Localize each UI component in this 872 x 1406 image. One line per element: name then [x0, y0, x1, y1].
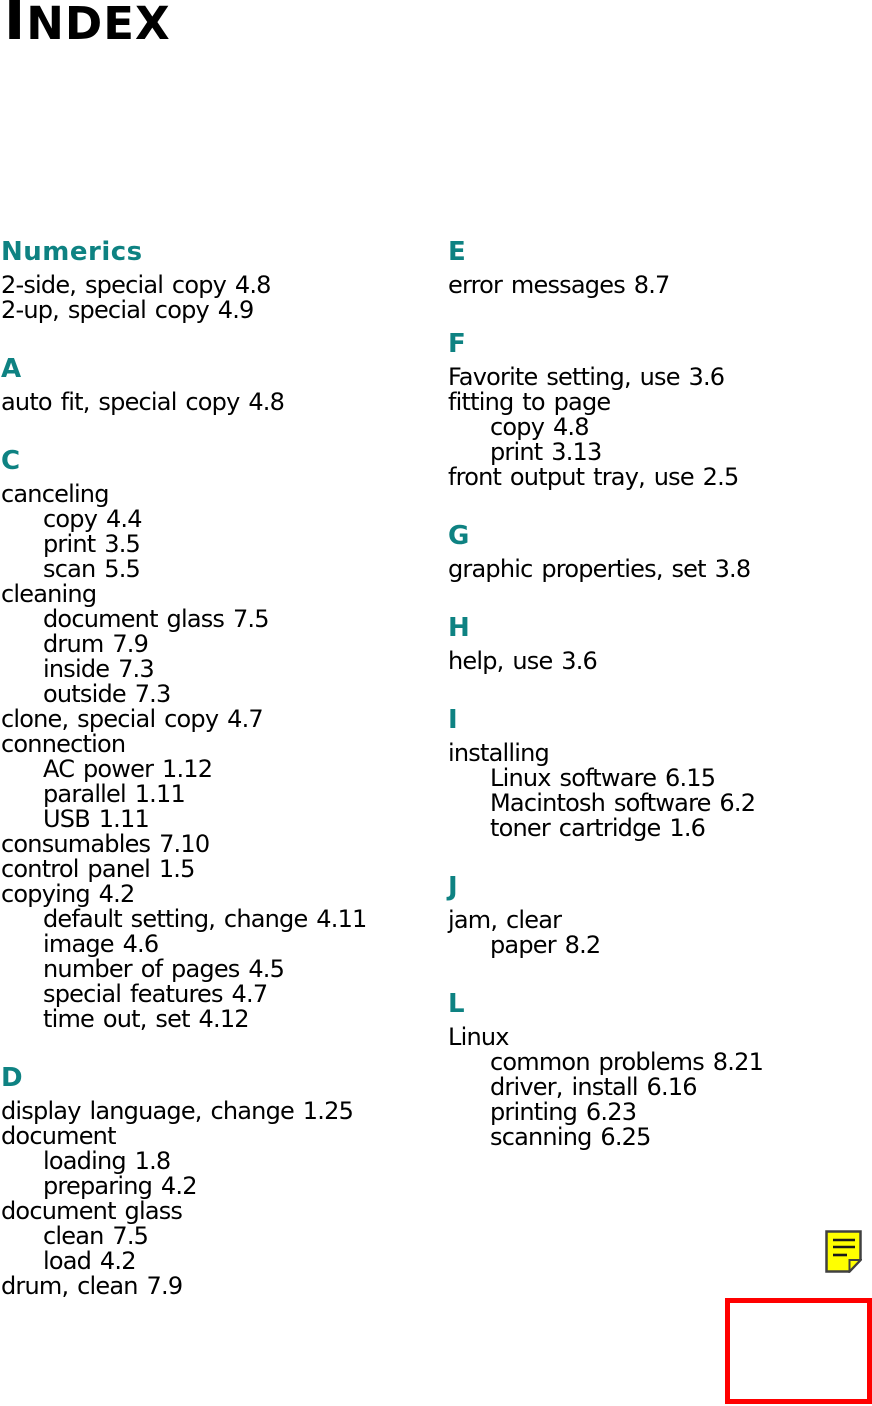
index-entry: print 3.5	[43, 530, 141, 558]
index-entry: scanning 6.25	[490, 1123, 651, 1151]
index-entry: print 3.13	[490, 438, 602, 466]
section-letter: I	[448, 705, 459, 735]
index-entry: drum 7.9	[43, 630, 149, 658]
index-entry: clone, special copy 4.7	[1, 705, 264, 733]
index-entry: preparing 4.2	[43, 1172, 197, 1200]
index-entry: loading 1.8	[43, 1147, 171, 1175]
section-letter: H	[448, 613, 471, 643]
index-entry: USB 1.11	[43, 805, 150, 833]
section-letter: F	[448, 329, 467, 359]
index-entry: drum, clean 7.9	[1, 1272, 183, 1300]
section-letter: E	[448, 237, 467, 267]
index-entry: image 4.6	[43, 930, 159, 958]
index-entry: default setting, change 4.11	[43, 905, 367, 933]
index-entry: consumables 7.10	[1, 830, 210, 858]
index-entry: copy 4.8	[490, 413, 590, 441]
index-entry: 2-up, special copy 4.9	[1, 296, 254, 324]
index-entry: help, use 3.6	[448, 647, 598, 675]
index-entry: copying 4.2	[1, 880, 135, 908]
index-entry: common problems 8.21	[490, 1048, 764, 1076]
index-entry: 2-side, special copy 4.8	[1, 271, 271, 299]
index-entry: clean 7.5	[43, 1222, 149, 1250]
section-letter: Numerics	[1, 237, 143, 267]
sticky-note-icon[interactable]	[825, 1230, 862, 1273]
page-title: INDEX	[4, 0, 171, 49]
index-entry: document glass 7.5	[43, 605, 270, 633]
index-entry: graphic properties, set 3.8	[448, 555, 751, 583]
index-entry: toner cartridge 1.6	[490, 814, 706, 842]
index-entry: parallel 1.11	[43, 780, 186, 808]
index-entry: Linux	[448, 1023, 509, 1051]
index-entry: canceling	[1, 480, 109, 508]
index-entry: paper 8.2	[490, 931, 601, 959]
index-entry: Linux software 6.15	[490, 764, 716, 792]
section-letter: G	[448, 521, 470, 551]
section-letter: L	[448, 989, 466, 1019]
index-entry: inside 7.3	[43, 655, 155, 683]
index-entry: front output tray, use 2.5	[448, 463, 739, 491]
index-entry: connection	[1, 730, 126, 758]
index-entry: fitting to page	[448, 388, 611, 416]
page-link-placeholder-box[interactable]	[725, 1298, 872, 1404]
index-entry: copy 4.4	[43, 505, 143, 533]
index-entry: printing 6.23	[490, 1098, 637, 1126]
index-entry: load 4.2	[43, 1247, 137, 1275]
section-letter: D	[1, 1063, 24, 1093]
index-entry: time out, set 4.12	[43, 1005, 250, 1033]
index-entry: display language, change 1.25	[1, 1097, 354, 1125]
index-entry: number of pages 4.5	[43, 955, 285, 983]
page-title-initial: I	[4, 0, 27, 53]
index-entry: document	[1, 1122, 117, 1150]
index-entry: error messages 8.7	[448, 271, 670, 299]
index-entry: outside 7.3	[43, 680, 171, 708]
index-entry: document glass	[1, 1197, 183, 1225]
page-title-rest: NDEX	[26, 0, 171, 50]
index-entry: installing	[448, 739, 550, 767]
index-entry: AC power 1.12	[43, 755, 213, 783]
index-entry: control panel 1.5	[1, 855, 195, 883]
index-entry: auto fit, special copy 4.8	[1, 388, 285, 416]
index-entry: scan 5.5	[43, 555, 141, 583]
index-entry: jam, clear	[448, 906, 562, 934]
index-entry: Favorite setting, use 3.6	[448, 363, 725, 391]
section-letter: C	[1, 446, 21, 476]
index-entry: driver, install 6.16	[490, 1073, 698, 1101]
section-letter: J	[448, 872, 459, 902]
index-entry: cleaning	[1, 580, 97, 608]
index-entry: special features 4.7	[43, 980, 268, 1008]
index-entry: Macintosh software 6.2	[490, 789, 756, 817]
section-letter: A	[1, 354, 22, 384]
